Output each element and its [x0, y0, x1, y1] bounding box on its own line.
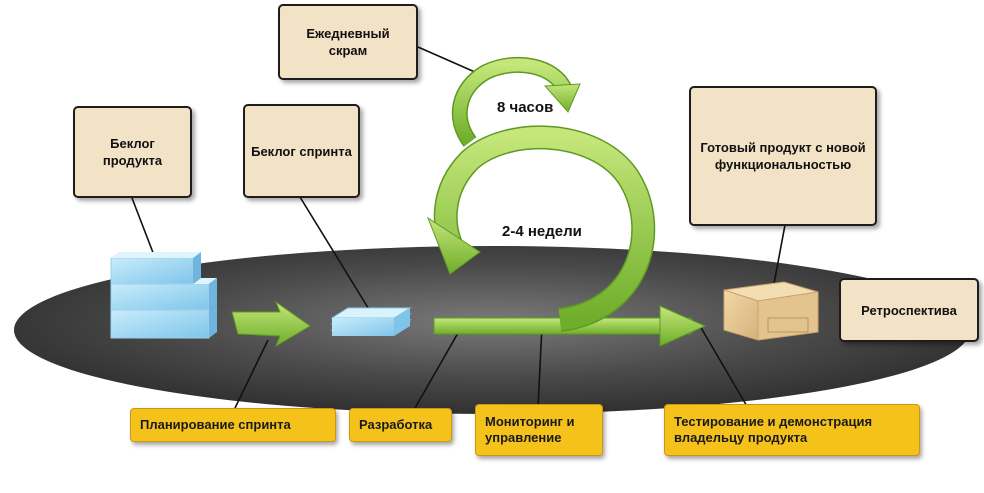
product-box-icon	[723, 281, 819, 341]
sprint-backlog-label: Беклог спринта	[251, 143, 352, 159]
sprint-backlog-stack-icon	[330, 307, 412, 336]
retrospective-callout: Ретроспектива	[839, 278, 979, 342]
sprint-backlog-callout: Беклог спринта	[243, 104, 360, 198]
daily-cycle-arrow-icon	[451, 56, 581, 147]
sprint-cycle-arrow-icon	[426, 125, 707, 347]
phase-monitoring-label: Мониторинг и управление	[485, 414, 575, 445]
phase-development: Разработка	[349, 408, 452, 442]
product-backlog-stack-icon	[110, 252, 217, 339]
ready-product-callout: Готовый продукт с новой функциональность…	[689, 86, 877, 226]
product-backlog-label: Беклог продукта	[102, 136, 163, 168]
phase-development-label: Разработка	[359, 417, 433, 432]
sprint-cycle-label: 2-4 недели	[502, 223, 582, 240]
daily-scrum-label: Ежедневный скрам	[306, 26, 390, 58]
phase-sprint-planning: Планирование спринта	[130, 408, 336, 442]
daily-scrum-callout: Ежедневный скрам	[278, 4, 418, 80]
daily-cycle-label: 8 часов	[497, 99, 554, 116]
planning-arrow-icon	[231, 300, 311, 348]
product-backlog-callout: Беклог продукта	[73, 106, 192, 198]
phase-monitoring: Мониторинг и управление	[475, 404, 603, 456]
phase-sprint-planning-label: Планирование спринта	[140, 417, 291, 432]
retrospective-label: Ретроспектива	[861, 302, 957, 318]
phase-testing: Тестирование и демонстрация владельцу пр…	[664, 404, 920, 456]
ready-product-label: Готовый продукт с новой функциональность…	[700, 140, 866, 172]
phase-testing-label: Тестирование и демонстрация владельцу пр…	[674, 414, 873, 445]
